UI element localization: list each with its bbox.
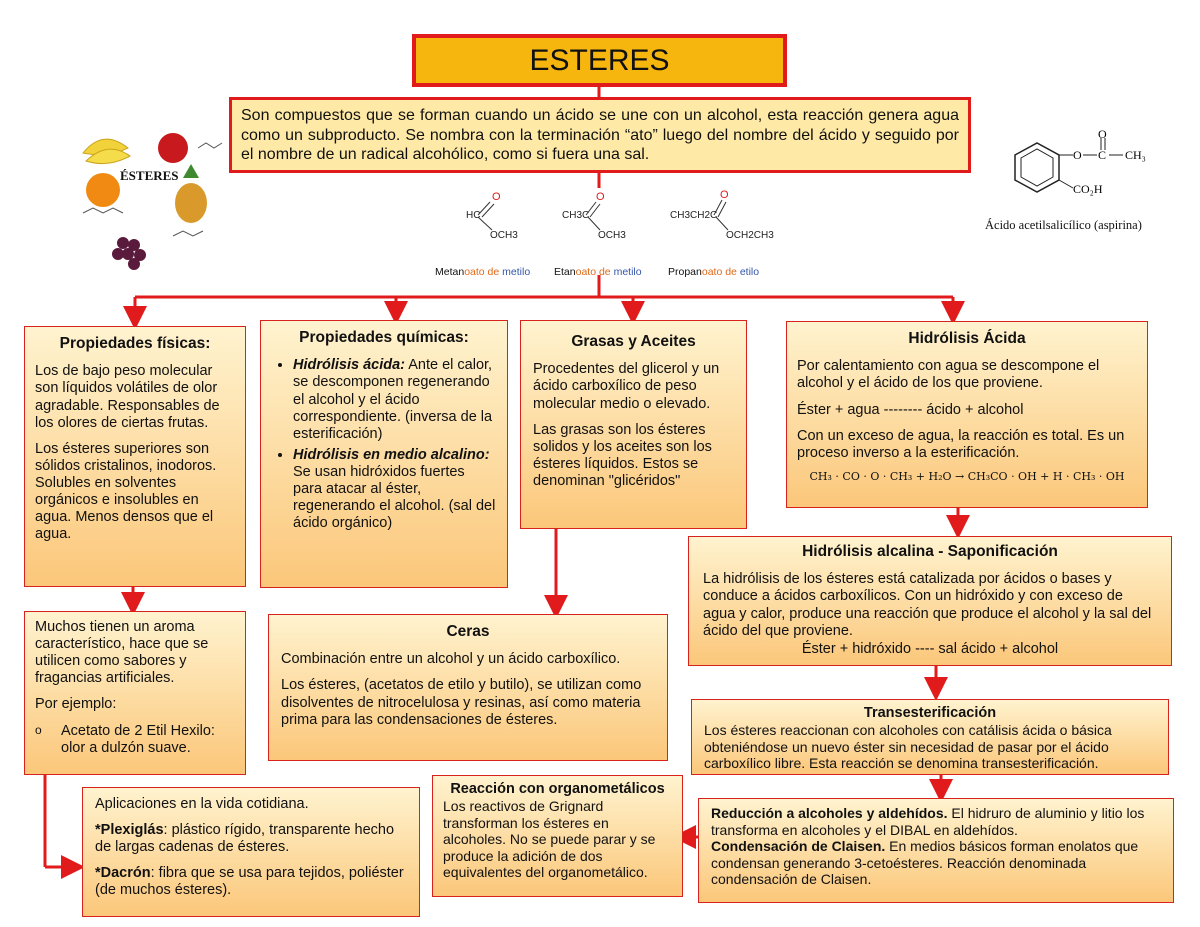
propiedades-fisicas-box: Propiedades físicas: Los de bajo peso mo…	[24, 326, 246, 587]
ceras-p1: Combinación entre un alcohol y un ácido …	[281, 651, 621, 668]
example-3-name-b: oato de	[701, 266, 737, 278]
example-2-name-a: Etan	[554, 266, 576, 278]
propiedades-quimicas-title: Propiedades químicas:	[299, 329, 469, 346]
svg-text:O: O	[1098, 130, 1107, 141]
example-1-right: OCH3	[490, 230, 518, 241]
ceras-title: Ceras	[446, 623, 490, 640]
hidrolisis-alcalina-term: Hidrólisis en medio alcalino:	[293, 446, 490, 463]
grasas-aceites-p2: Las grasas son los ésteres solidos y los…	[533, 421, 712, 489]
dacron-item: *Dacrón: fibra que se usa para tejidos, …	[95, 865, 407, 899]
organometalicos-p1: Los reactivos de Grignard transforman lo…	[443, 798, 656, 881]
hidrolisis-acida-p3: Con un exceso de agua, la reacción es to…	[797, 427, 1125, 461]
fruits-label: ÉSTERES	[120, 168, 179, 183]
hidrolisis-alcalina-text: Se usan hidróxidos fuertes para atacar a…	[293, 463, 496, 532]
example-2-right: OCH3	[598, 230, 626, 241]
hidrolisis-alcalina-p2: Éster + hidróxido ---- sal ácido + alcoh…	[801, 640, 1059, 657]
ester-example-3: O CH3CH2C OCH2CH3 Propanoato de etilo	[668, 189, 788, 280]
intro-definition: Son compuestos que se forman cuando un á…	[229, 97, 971, 173]
transesterificacion-title: Transesterificación	[863, 705, 997, 721]
propiedades-fisicas-p2: Los ésteres superiores son sólidos crist…	[35, 440, 217, 543]
reduccion-claisen-box: Reducción a alcoholes y aldehídos. El hi…	[698, 798, 1174, 903]
plexiglas-term: *Plexiglás	[95, 822, 164, 839]
aspirin-caption: Ácido acetilsalicílico (aspirina)	[985, 218, 1142, 232]
example-2-name-c: metilo	[610, 266, 642, 278]
claisen-text: En medios básicos forman enolatos que co…	[711, 838, 1139, 888]
claisen-term: Condensación de Claisen.	[711, 838, 886, 855]
example-3-left: CH3CH2C	[670, 210, 718, 221]
ester-example-1: O HC OCH3 Metanoato de metilo	[430, 190, 540, 280]
aplicaciones-box: Aplicaciones en la vida cotidiana. *Plex…	[82, 787, 420, 917]
hidrolisis-alcalina-title: Hidrólisis alcalina - Saponificación	[802, 543, 1058, 560]
svg-text:O: O	[720, 190, 729, 201]
reduccion-text: El hidruro de aluminio y litio los trans…	[711, 805, 1145, 838]
reduccion-item: Reducción a alcoholes y aldehídos. El hi…	[711, 805, 1161, 838]
svg-text:CH₃: CH₃	[1125, 148, 1146, 162]
hidrolisis-acida-p1: Por calentamiento con agua se descompone…	[797, 358, 1100, 392]
hidrolisis-acida-term: Hidrólisis ácida:	[293, 357, 406, 374]
aroma-p2: Por ejemplo:	[35, 696, 117, 713]
aroma-p1: Muchos tienen un aroma característico, h…	[35, 619, 209, 687]
example-3-right: OCH2CH3	[726, 230, 774, 241]
propiedades-fisicas-p1: Los de bajo peso molecular son líquidos …	[35, 363, 220, 431]
dacron-text: : fibra que se usa para tejidos, poliést…	[95, 865, 404, 899]
hidrolisis-acida-equation: CH₃ · CO · O · CH₃ + H₂O → CH₃CO · OH + …	[809, 469, 1125, 483]
grasas-aceites-title: Grasas y Aceites	[571, 333, 696, 350]
propiedades-quimicas-box: Propiedades químicas: Hidrólisis ácida: …	[260, 320, 508, 588]
example-2-left: CH3C	[562, 210, 590, 221]
transesterificacion-p1: Los ésteres reaccionan con alcoholes con…	[704, 722, 1112, 772]
fruits-esters-image: ÉSTERES	[78, 128, 223, 276]
svg-text:CO₂H: CO₂H	[1073, 182, 1103, 196]
hidrolisis-acida-box: Hidrólisis Ácida Por calentamiento con a…	[786, 321, 1148, 508]
aroma-box: Muchos tienen un aroma característico, h…	[24, 611, 246, 775]
aplicaciones-p1: Aplicaciones en la vida cotidiana.	[95, 796, 309, 812]
organometalicos-title: Reacción con organometálicos	[450, 781, 665, 797]
hidrolisis-alcalina-p1: La hidrólisis de los ésteres está catali…	[703, 571, 1152, 639]
propiedades-fisicas-title: Propiedades físicas:	[59, 335, 211, 352]
page-title: ESTERES	[412, 34, 787, 87]
svg-text:O: O	[596, 191, 605, 203]
ester-example-2: O CH3C OCH3 Etanoato de metilo	[552, 190, 662, 280]
claisen-item: Condensación de Claisen. En medios básic…	[711, 838, 1161, 888]
reduccion-term: Reducción a alcoholes y aldehídos.	[711, 805, 948, 821]
example-1-name-a: Metan	[435, 266, 465, 278]
hidrolisis-acida-item: Hidrólisis ácida: Ante el calor, se desc…	[293, 357, 497, 443]
svg-text:O: O	[492, 191, 501, 203]
hidrolisis-acida-title: Hidrólisis Ácida	[908, 330, 1026, 347]
grasas-aceites-p1: Procedentes del glicerol y un ácido carb…	[533, 361, 720, 412]
aroma-example: o Acetato de 2 Etil Hexilo: olor a dulzó…	[35, 723, 235, 757]
aroma-example-text: Acetato de 2 Etil Hexilo: olor a dulzón …	[61, 722, 215, 756]
dacron-term: *Dacrón	[95, 865, 151, 882]
ceras-p2: Los ésteres, (acetatos de etilo y butilo…	[281, 677, 642, 728]
hidrolisis-alcalina-item: Hidrólisis en medio alcalino: Se usan hi…	[293, 447, 497, 533]
example-1-name-c: metilo	[499, 266, 531, 278]
ceras-box: Ceras Combinación entre un alcohol y un …	[268, 614, 668, 761]
hidrolisis-acida-text: Ante el calor, se descomponen regenerand…	[293, 357, 493, 442]
plexiglas-text: : plástico rígido, transparente hecho de…	[95, 822, 395, 856]
example-1-left: HC	[466, 210, 481, 221]
plexiglas-item: *Plexiglás: plástico rígido, transparent…	[95, 822, 407, 856]
svg-text:O: O	[1073, 148, 1082, 162]
example-1-name-b: oato de	[464, 266, 500, 278]
transesterificacion-box: Transesterificación Los ésteres reaccion…	[691, 699, 1169, 775]
aspirin-structure-image: O C O CH₃ CO₂H Ácido acetilsalicílico (a…	[985, 127, 1155, 240]
svg-text:C: C	[1098, 148, 1106, 162]
grasas-aceites-box: Grasas y Aceites Procedentes del glicero…	[520, 320, 747, 529]
aroma-bullet: o	[35, 722, 42, 737]
example-2-name-b: oato de	[575, 266, 611, 278]
example-3-name-a: Propan	[668, 266, 702, 278]
hidrolisis-acida-p2: Éster + agua -------- ácido + alcohol	[797, 401, 1024, 418]
hidrolisis-alcalina-box: Hidrólisis alcalina - Saponificación La …	[688, 536, 1172, 666]
organometalicos-box: Reacción con organometálicos Los reactiv…	[432, 775, 683, 897]
example-3-name-c: etilo	[736, 266, 760, 278]
